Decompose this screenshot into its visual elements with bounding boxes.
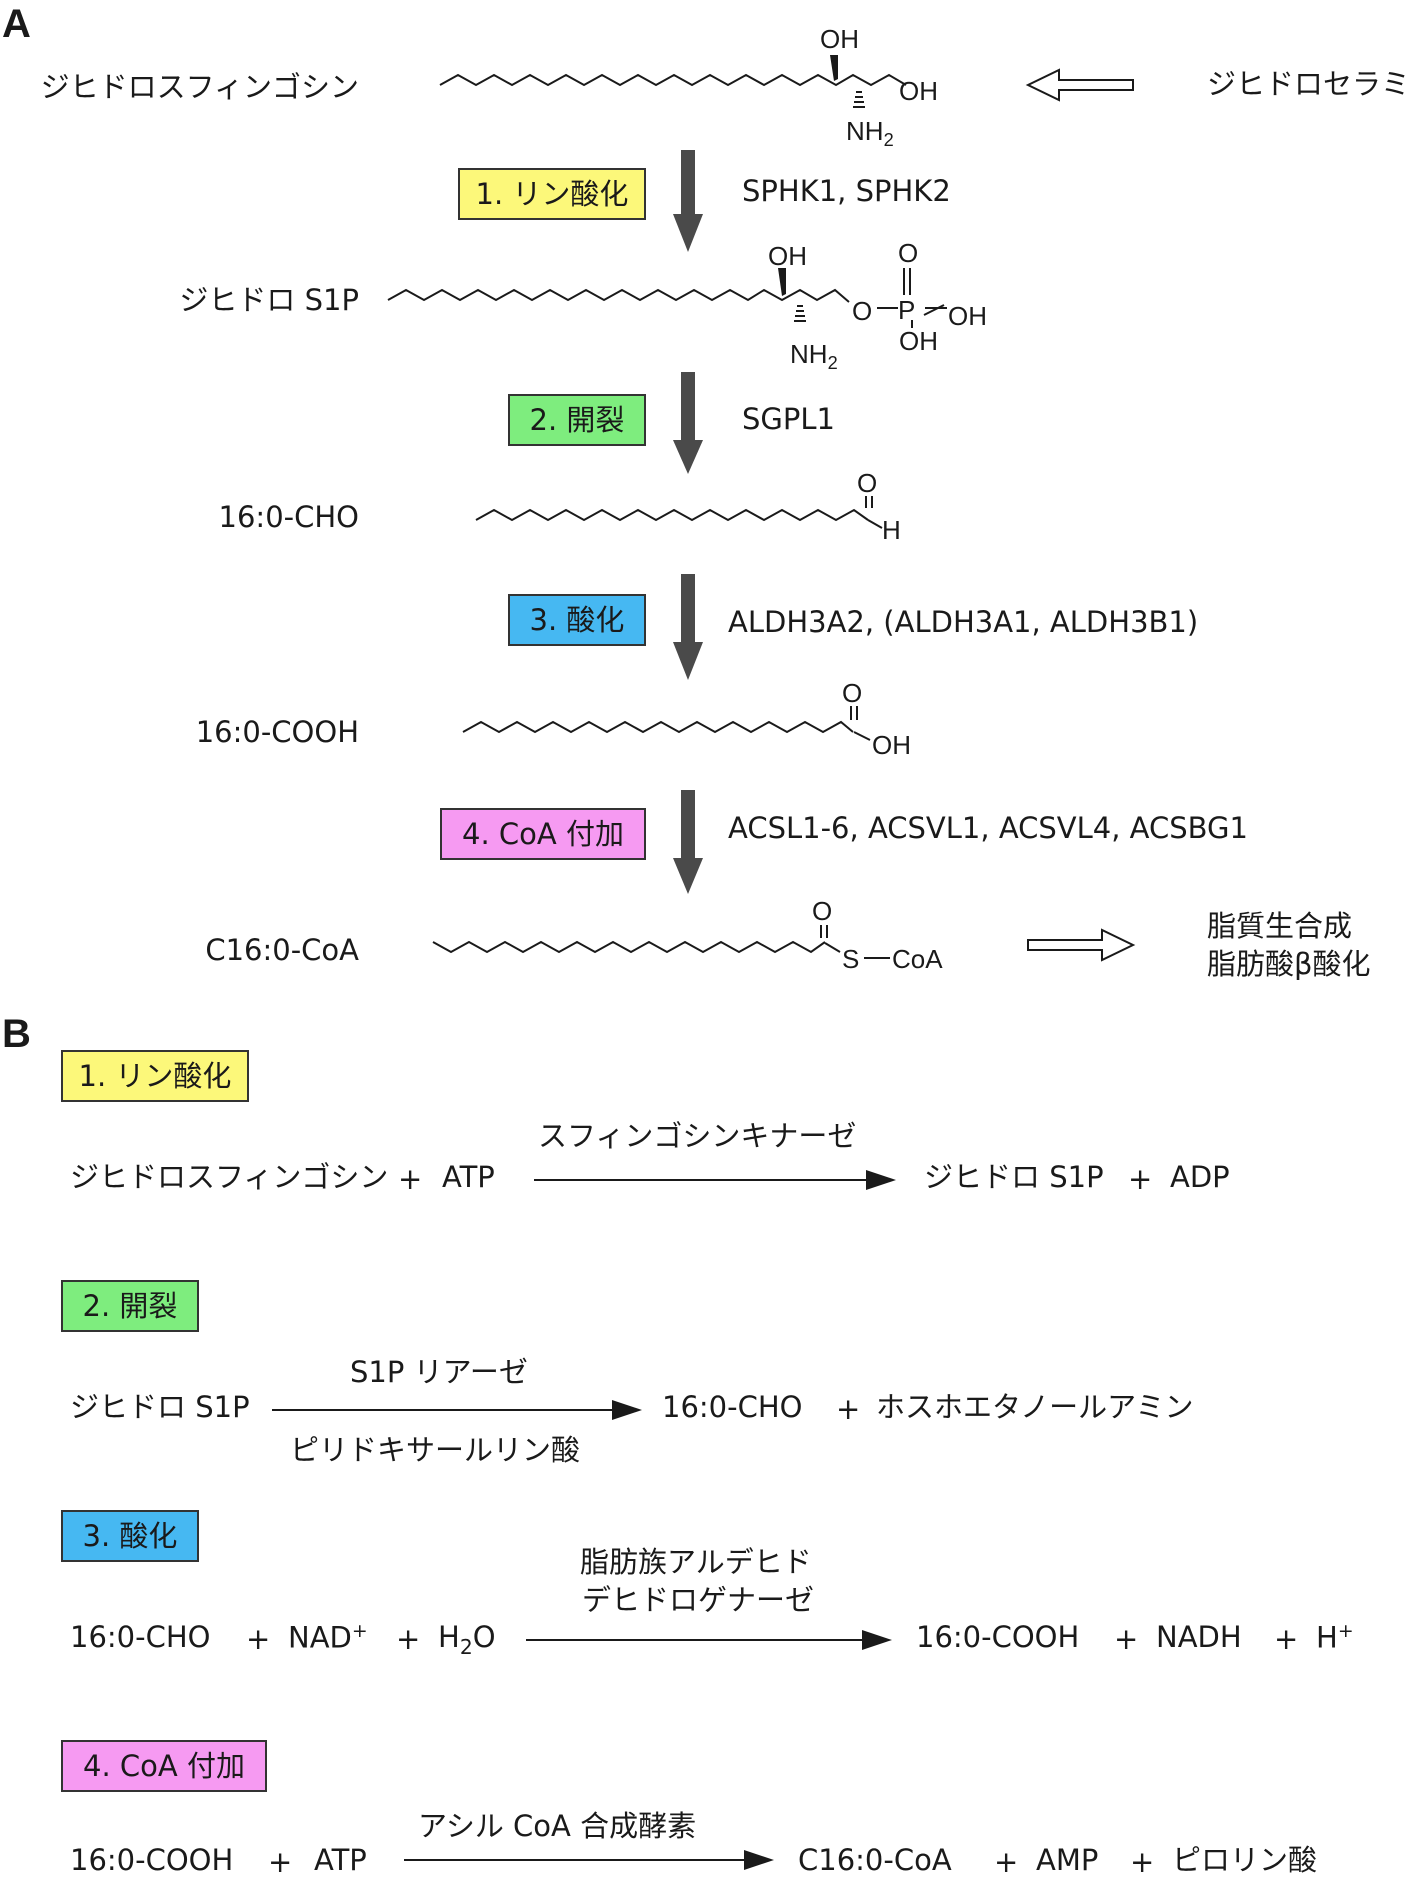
atom-o-acid: O <box>842 678 863 708</box>
panel-label-a: A <box>2 2 31 46</box>
r1-substrate-sphinganine: ジヒドロスフィンゴシン <box>70 1160 389 1194</box>
atom-h-aldehyde: H <box>882 515 901 545</box>
step-cleavage-b: 2. 開裂 <box>61 1280 199 1332</box>
step-cleavage-a: 2. 開裂 <box>508 394 646 446</box>
r3-plus-3: + <box>1114 1622 1139 1656</box>
output-lipid-biosynthesis: 脂質生合成 <box>1207 909 1353 943</box>
compound-fatty-acid: 16:0-COOH <box>195 715 359 749</box>
atom-nh2-2: NH2 <box>790 339 838 374</box>
compound-sphinganine: ジヒドロスフィンゴシン <box>40 70 359 104</box>
r2-product-aldehyde: 16:0-CHO <box>662 1390 803 1424</box>
r4-enzyme: アシル CoA 合成酵素 <box>418 1809 697 1843</box>
acyl-coa-chain <box>432 940 826 954</box>
r1-product-adp: ADP <box>1170 1160 1230 1194</box>
dihydro-s1p-chain <box>387 288 850 303</box>
output-beta-oxidation: 脂肪酸β酸化 <box>1207 947 1371 981</box>
fatty-acid-chain <box>462 720 854 734</box>
r1-enzyme: スフィンゴシンキナーゼ <box>538 1119 857 1153</box>
atom-oh-1: OH <box>820 24 859 54</box>
r3-plus-2: + <box>396 1622 421 1656</box>
step-phosphorylation-b: 1. リン酸化 <box>61 1050 249 1102</box>
reaction-arrowheads <box>612 1170 896 1870</box>
atom-oh-acid: OH <box>872 730 911 760</box>
r1-substrate-atp: ATP <box>442 1160 495 1194</box>
r2-product-phosphoethanolamine: ホスホエタノールアミン <box>876 1390 1194 1424</box>
r4-plus-3: + <box>1130 1845 1155 1879</box>
r4-substrate-atp: ATP <box>314 1843 367 1877</box>
wedge-bond-1 <box>830 55 838 81</box>
atom-o-aldehyde: O <box>857 468 878 498</box>
wedge-bond-2 <box>778 268 786 296</box>
atom-o-thioester: O <box>812 896 833 926</box>
step-oxidation-b: 3. 酸化 <box>61 1510 199 1562</box>
r3-plus-4: + <box>1274 1622 1299 1656</box>
atom-oh-5: OH <box>899 326 938 356</box>
compound-acyl-coa: C16:0-CoA <box>205 933 359 967</box>
r4-product-pyrophosphate: ピロリン酸 <box>1172 1843 1318 1877</box>
aldehyde-chain <box>475 508 869 522</box>
atom-phosphorus: P <box>898 295 916 325</box>
enzyme-acsl: ACSL1-6, ACSVL1, ACSVL4, ACSBG1 <box>728 811 1248 845</box>
step-coa-addition-a: 4. CoA 付加 <box>440 808 646 860</box>
r4-product-acyl-coa: C16:0-CoA <box>798 1843 952 1877</box>
r3-substrate-aldehyde: 16:0-CHO <box>70 1620 211 1654</box>
r3-product-proton: H+ <box>1316 1620 1354 1655</box>
r3-substrate-water: H2O <box>438 1620 496 1659</box>
r3-product-nadh: NADH <box>1156 1620 1242 1654</box>
hash-bond-1 <box>853 91 865 108</box>
enzyme-aldh: ALDH3A2, (ALDH3A1, ALDH3B1) <box>728 605 1199 639</box>
r2-enzyme: S1P リアーゼ <box>350 1355 528 1389</box>
atom-coa: CoA <box>892 944 943 974</box>
step-oxidation-a: 3. 酸化 <box>508 594 646 646</box>
r1-plus-1: + <box>398 1162 423 1196</box>
enzyme-sgpl1: SGPL1 <box>742 402 835 436</box>
open-arrow-from-ceramide <box>1025 68 1134 102</box>
atom-o-ester: O <box>852 296 873 326</box>
r2-substrate-dh-s1p: ジヒドロ S1P <box>70 1390 250 1424</box>
atom-nh2-1: NH2 <box>846 116 894 151</box>
open-arrow-to-outputs <box>1027 928 1136 962</box>
process-arrows <box>673 150 703 894</box>
hash-bond-2 <box>794 305 806 322</box>
r3-substrate-nad: NAD+ <box>288 1620 368 1655</box>
r4-plus-2: + <box>994 1845 1019 1879</box>
atom-oh-3: OH <box>768 241 807 271</box>
r3-enzyme-line2: デヒドロゲナーゼ <box>582 1583 815 1617</box>
atom-o-double: O <box>898 238 919 268</box>
step-phosphorylation-a: 1. リン酸化 <box>458 168 646 220</box>
r3-plus-1: + <box>246 1622 271 1656</box>
sphinganine-chain <box>439 73 907 87</box>
r3-enzyme-line1: 脂肪族アルデヒド <box>580 1545 812 1579</box>
precursor-dihydroceramide: ジヒドロセラミド <box>1207 67 1417 101</box>
panel-label-b: B <box>2 1012 31 1056</box>
r1-plus-2: + <box>1128 1162 1153 1196</box>
enzyme-sphk: SPHK1, SPHK2 <box>742 174 951 208</box>
r4-substrate-fatty-acid: 16:0-COOH <box>70 1843 234 1877</box>
compound-aldehyde: 16:0-CHO <box>218 500 359 534</box>
r4-plus-1: + <box>268 1845 293 1879</box>
atom-sulfur: S <box>842 944 860 974</box>
r4-product-amp: AMP <box>1036 1843 1099 1877</box>
step-coa-addition-b: 4. CoA 付加 <box>61 1740 267 1792</box>
r2-cofactor: ピリドキサールリン酸 <box>290 1433 581 1467</box>
r3-product-fatty-acid: 16:0-COOH <box>916 1620 1080 1654</box>
atom-oh-2: OH <box>899 76 938 106</box>
r1-product-dh-s1p: ジヒドロ S1P <box>924 1160 1104 1194</box>
atom-oh-4: OH <box>948 301 987 331</box>
r2-plus: + <box>836 1392 861 1426</box>
compound-dihydro-s1p: ジヒドロ S1P <box>179 283 359 317</box>
